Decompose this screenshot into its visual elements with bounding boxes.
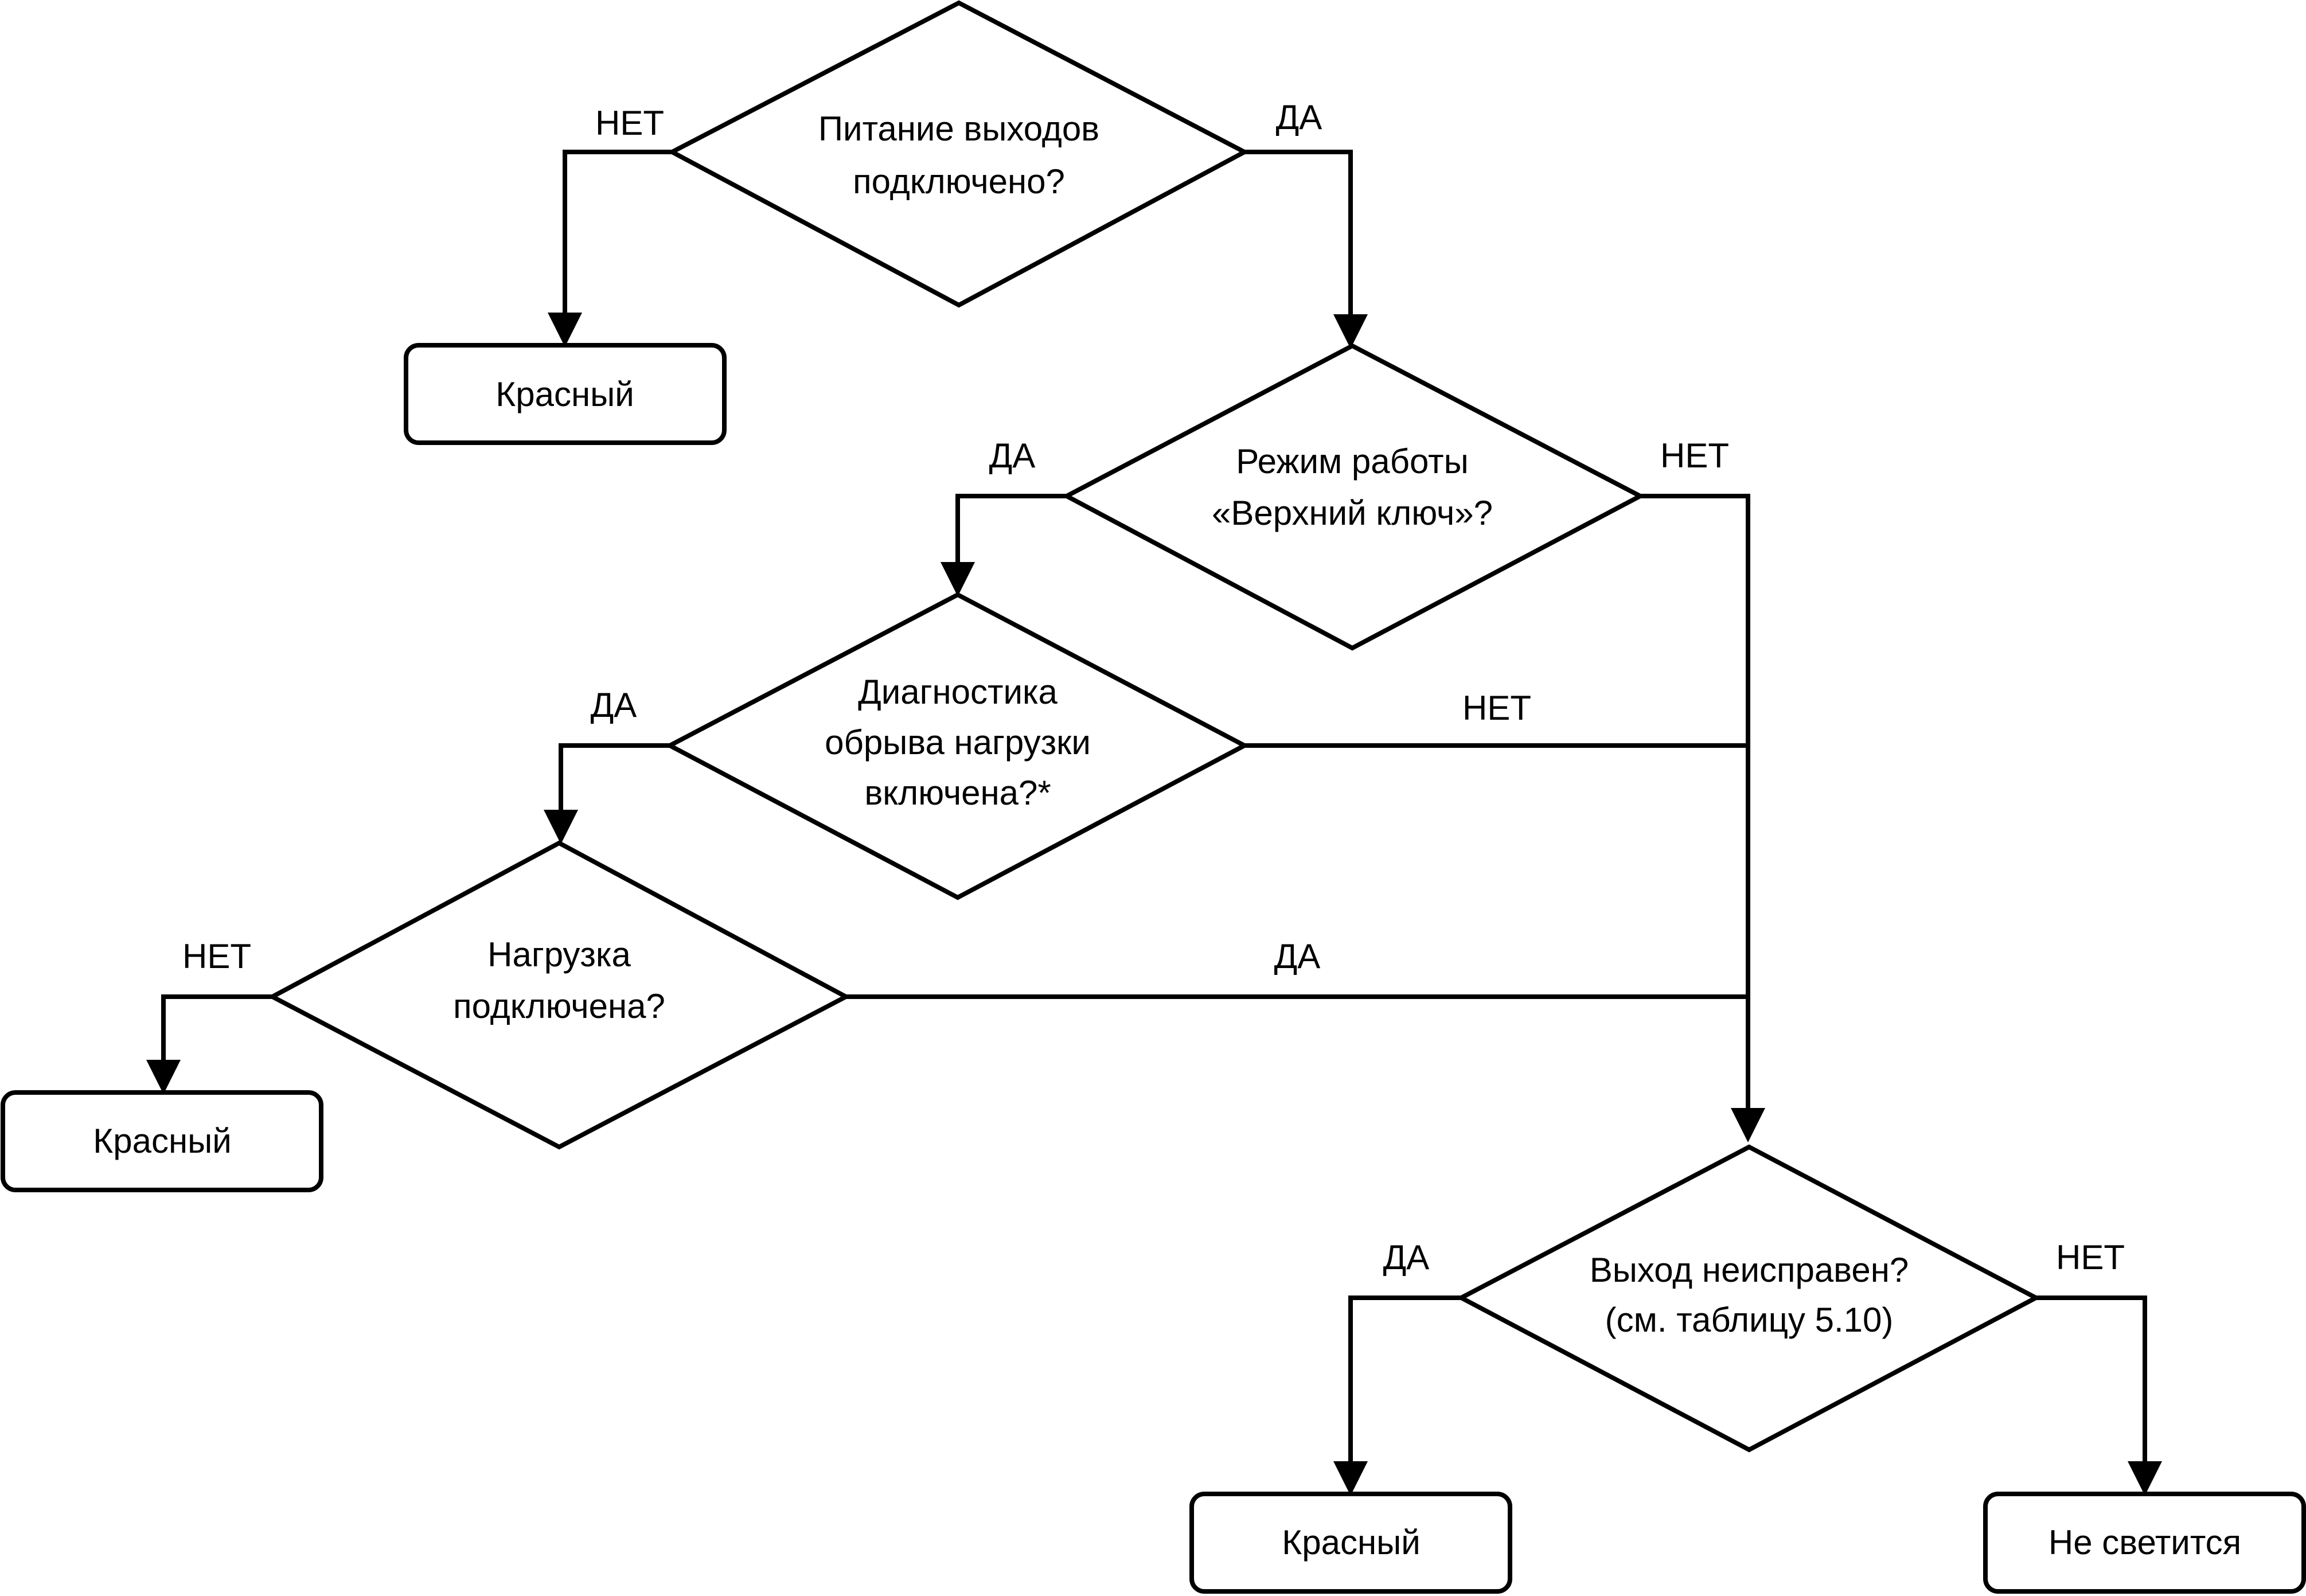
connectors [161, 150, 2147, 1465]
edge-power-yes [1242, 150, 1353, 321]
edge-load-no [161, 994, 275, 1063]
terminal-off: Не светится [1983, 1492, 2306, 1594]
terminal-red2-box [1, 1090, 323, 1192]
decision-fault: Выход неисправен? (см. таблицу 5.10) [1456, 1144, 2041, 1453]
decision-load-line2: подключена? [453, 987, 665, 1025]
terminal-off-label: Не светится [2049, 1523, 2241, 1562]
decision-power: Питание выходов подключено? [667, 0, 1250, 308]
decision-diag: Диагностика обрыва нагрузки включена?* [665, 592, 1250, 900]
arrowheads [146, 313, 2162, 1496]
edge-mode-no [1638, 494, 1750, 1112]
decision-diag-line1: Диагностика [858, 673, 1058, 711]
arrowhead-off [2128, 1461, 2162, 1496]
label-mode-no: НЕТ [1660, 436, 1729, 475]
terminal-red3-label: Красный [1282, 1523, 1420, 1562]
decision-fault-line1: Выход неисправен? [1590, 1251, 1909, 1289]
arrowhead-mode [1333, 314, 1368, 349]
decision-diag-shape [665, 592, 1250, 900]
terminal-red1-label: Красный [495, 375, 634, 413]
decision-diag-line3: включена?* [864, 774, 1051, 812]
label-diag-yes: ДА [591, 686, 637, 724]
label-load-no: НЕТ [182, 937, 251, 975]
decision-mode-shape [1062, 343, 1645, 651]
decision-power-line1: Питание выходов [818, 110, 1099, 148]
arrowhead-red2 [146, 1060, 181, 1094]
decision-mode: Режим работы «Верхний ключ»? [1062, 343, 1645, 651]
decision-load-shape [267, 840, 851, 1150]
decision-load-line1: Нагрузка [487, 935, 631, 974]
label-power-no: НЕТ [595, 104, 664, 142]
decision-mode-line1: Режим работы [1236, 442, 1468, 481]
decision-diag-line2: обрыва нагрузки [825, 723, 1091, 762]
edge-mode-yes [955, 494, 1069, 567]
label-power-yes: ДА [1276, 98, 1322, 136]
terminal-red3-box [1189, 1492, 1512, 1594]
label-fault-no: НЕТ [2056, 1238, 2125, 1277]
terminal-red3: Красный [1189, 1492, 1512, 1594]
edge-fault-no [2034, 1295, 2147, 1465]
label-load-yes: ДА [1274, 937, 1321, 975]
terminal-red2: Красный [1, 1090, 323, 1192]
terminal-red1-box [404, 343, 727, 445]
edge-power-no [563, 150, 674, 315]
decision-fault-shape [1456, 1144, 2041, 1453]
edge-diag-yes [559, 743, 672, 817]
decision-power-shape [667, 0, 1250, 308]
arrowhead-fault [1731, 1108, 1765, 1142]
arrowhead-red3 [1333, 1461, 1368, 1496]
decision-load: Нагрузка подключена? [267, 840, 851, 1150]
label-diag-no: НЕТ [1462, 689, 1531, 727]
terminal-red2-label: Красный [93, 1122, 231, 1160]
decision-fault-line2: (см. таблицу 5.10) [1605, 1301, 1894, 1339]
branch-labels: НЕТ ДА ДА НЕТ ДА НЕТ НЕТ ДА ДА НЕТ [182, 98, 2125, 1277]
edge-fault-yes [1348, 1295, 1464, 1465]
arrowhead-red1 [548, 313, 582, 347]
decision-mode-line2: «Верхний ключ»? [1212, 494, 1493, 532]
label-fault-yes: ДА [1383, 1238, 1430, 1277]
terminal-off-box [1983, 1492, 2306, 1594]
label-mode-yes: ДА [989, 436, 1036, 475]
decision-power-line2: подключено? [853, 162, 1065, 201]
arrowhead-diag [941, 562, 975, 596]
terminal-red1: Красный [404, 343, 727, 445]
arrowhead-load [544, 810, 578, 844]
